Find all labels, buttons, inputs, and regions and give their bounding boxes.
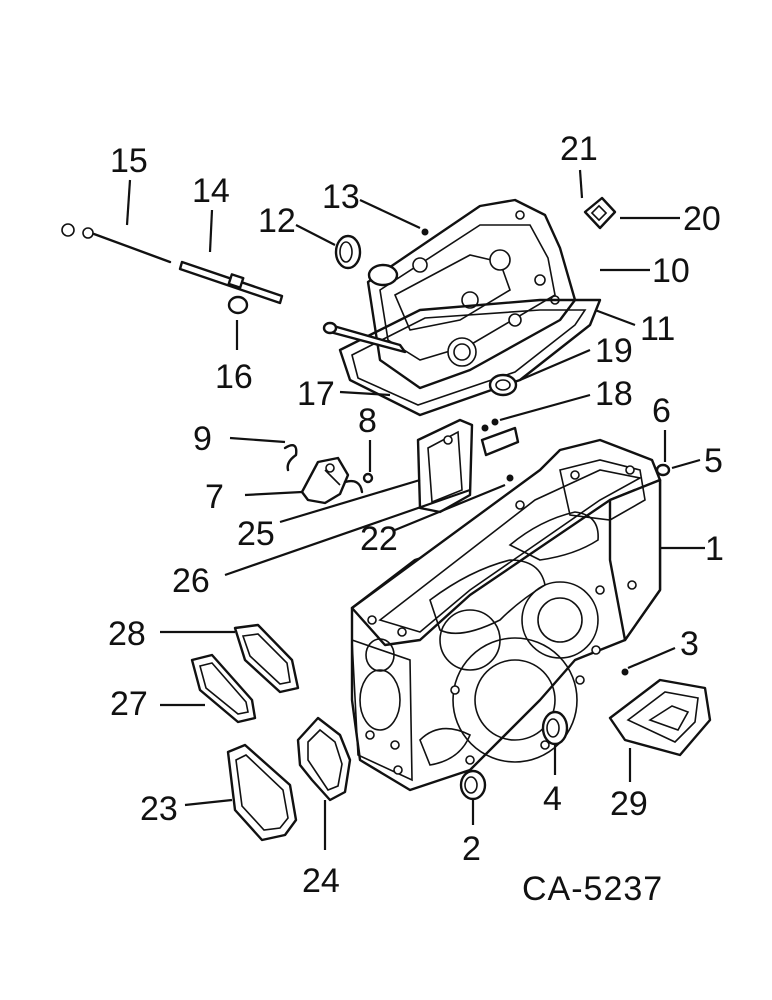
transmission-housing	[350, 438, 662, 792]
pin-13	[421, 228, 429, 236]
cover-plate-20	[583, 196, 617, 230]
callout-21: 21	[560, 130, 598, 168]
callout-6: 6	[652, 392, 671, 430]
callout-25: 25	[237, 515, 275, 553]
gasket-27	[190, 653, 257, 724]
callout-23: 23	[140, 790, 178, 828]
plug	[227, 295, 249, 315]
bolt-3	[621, 668, 629, 676]
bracket-18	[480, 418, 520, 457]
callout-3: 3	[680, 625, 699, 663]
callout-29: 29	[610, 785, 648, 823]
ball-22	[506, 474, 514, 482]
dipstick	[61, 223, 172, 264]
callout-15: 15	[110, 142, 148, 180]
gasket-23	[226, 743, 298, 842]
gasket-24	[296, 716, 352, 802]
callout-22: 22	[360, 520, 398, 558]
callout-19: 19	[595, 332, 633, 370]
ball-8	[362, 472, 374, 484]
gasket-28	[233, 623, 300, 694]
callout-27: 27	[110, 685, 148, 723]
callout-labels: 1 2 3 4 5 6 7 8 9 10 11 12 13 14 15 16 1…	[108, 130, 724, 900]
callout-9: 9	[193, 420, 212, 458]
plug-5-6	[655, 463, 671, 477]
seal-4	[541, 710, 569, 746]
cover-gasket	[338, 298, 602, 417]
seal-19	[488, 373, 518, 397]
seal-12	[334, 234, 362, 270]
callout-16: 16	[215, 358, 253, 396]
callout-10: 10	[652, 252, 690, 290]
callout-8: 8	[358, 402, 377, 440]
pan-29	[608, 678, 712, 757]
callout-7: 7	[205, 478, 224, 516]
callout-24: 24	[302, 862, 340, 900]
seal-2	[459, 769, 487, 801]
callout-12: 12	[258, 202, 296, 240]
leader-lines	[125, 169, 705, 850]
callout-20: 20	[683, 200, 721, 238]
callout-11: 11	[640, 310, 675, 348]
callout-17: 17	[297, 375, 335, 413]
callout-4: 4	[543, 780, 562, 818]
callout-2: 2	[462, 830, 481, 868]
callout-26: 26	[172, 562, 210, 600]
callout-18: 18	[595, 375, 633, 413]
shift-fork-7	[300, 456, 364, 505]
drawing-number: CA-5237	[522, 870, 663, 908]
callout-1: 1	[705, 530, 724, 568]
shift-lever	[322, 321, 407, 354]
clip-9	[283, 444, 298, 472]
callout-5: 5	[704, 442, 723, 480]
top-cover	[366, 198, 577, 390]
callout-28: 28	[108, 615, 146, 653]
shift-shaft	[178, 260, 284, 305]
callout-14: 14	[192, 172, 230, 210]
callout-13: 13	[322, 178, 360, 216]
